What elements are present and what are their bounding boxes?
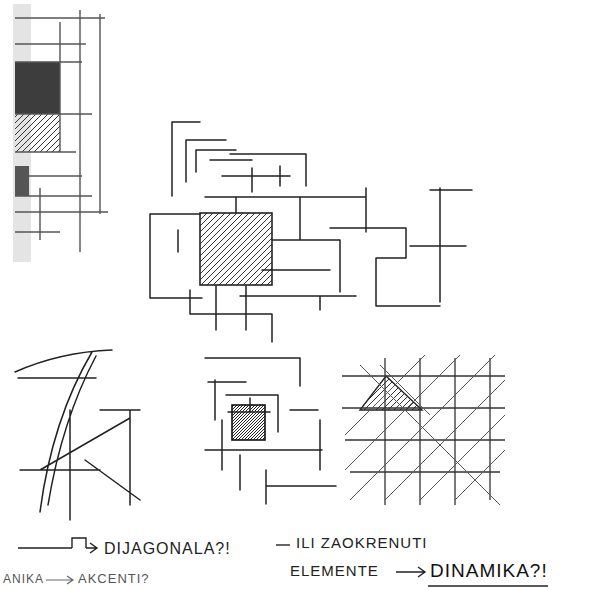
underline <box>428 585 548 586</box>
note-arrow <box>18 538 97 553</box>
central-composition <box>150 122 472 342</box>
plan-lines <box>15 10 108 252</box>
dense-core <box>232 405 265 440</box>
note-marks <box>18 538 548 586</box>
faded-plan-fragment <box>13 4 108 262</box>
handwritten-note: AKCENTI? <box>78 572 150 586</box>
note-arrow <box>396 567 425 577</box>
dark-block <box>15 62 60 114</box>
handwritten-note: DIJAGONALA?! <box>104 540 231 558</box>
composition-lines <box>205 358 336 504</box>
hatched-triangle <box>360 376 422 410</box>
diagonal-lines <box>345 355 505 505</box>
handwritten-note: ANIKA <box>3 573 44 586</box>
note-arrow <box>46 576 73 584</box>
handwritten-note: DINAMIKA?! <box>430 561 548 582</box>
dash-mark <box>276 544 290 545</box>
diagonal-grid <box>342 355 505 505</box>
handwritten-note: ELEMENTE <box>290 563 379 580</box>
hatched-core <box>200 213 272 285</box>
composition-lines <box>150 122 472 342</box>
handwritten-note: ILI ZAOKRENUTI <box>296 535 428 552</box>
dark-block <box>15 166 29 196</box>
hatched-block <box>15 114 60 152</box>
small-composition <box>205 358 336 504</box>
curved-fragment <box>15 350 140 520</box>
sketch-lines <box>15 350 140 520</box>
